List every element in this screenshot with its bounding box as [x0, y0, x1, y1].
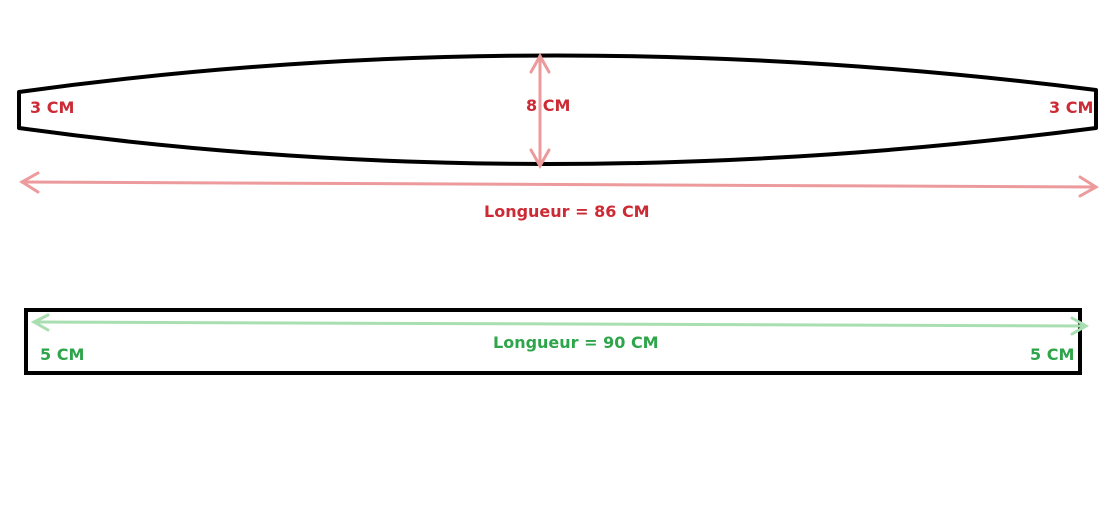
center-width-arrow — [529, 52, 551, 170]
top-length-arrow — [19, 171, 1099, 198]
top-length-label: Longueur = 86 CM — [484, 202, 650, 221]
top-left-width-label: 3 CM — [30, 98, 75, 117]
bottom-length-label: Longueur = 90 CM — [493, 333, 659, 352]
top-center-width-label: 8 CM — [526, 96, 571, 115]
bottom-rectangle-shape — [24, 308, 1082, 375]
bottom-right-width-label: 5 CM — [1030, 345, 1075, 364]
bottom-length-arrow — [30, 313, 1090, 336]
top-tapered-shape — [17, 53, 1098, 166]
top-right-width-label: 3 CM — [1049, 98, 1094, 117]
bottom-left-width-label: 5 CM — [40, 345, 85, 364]
